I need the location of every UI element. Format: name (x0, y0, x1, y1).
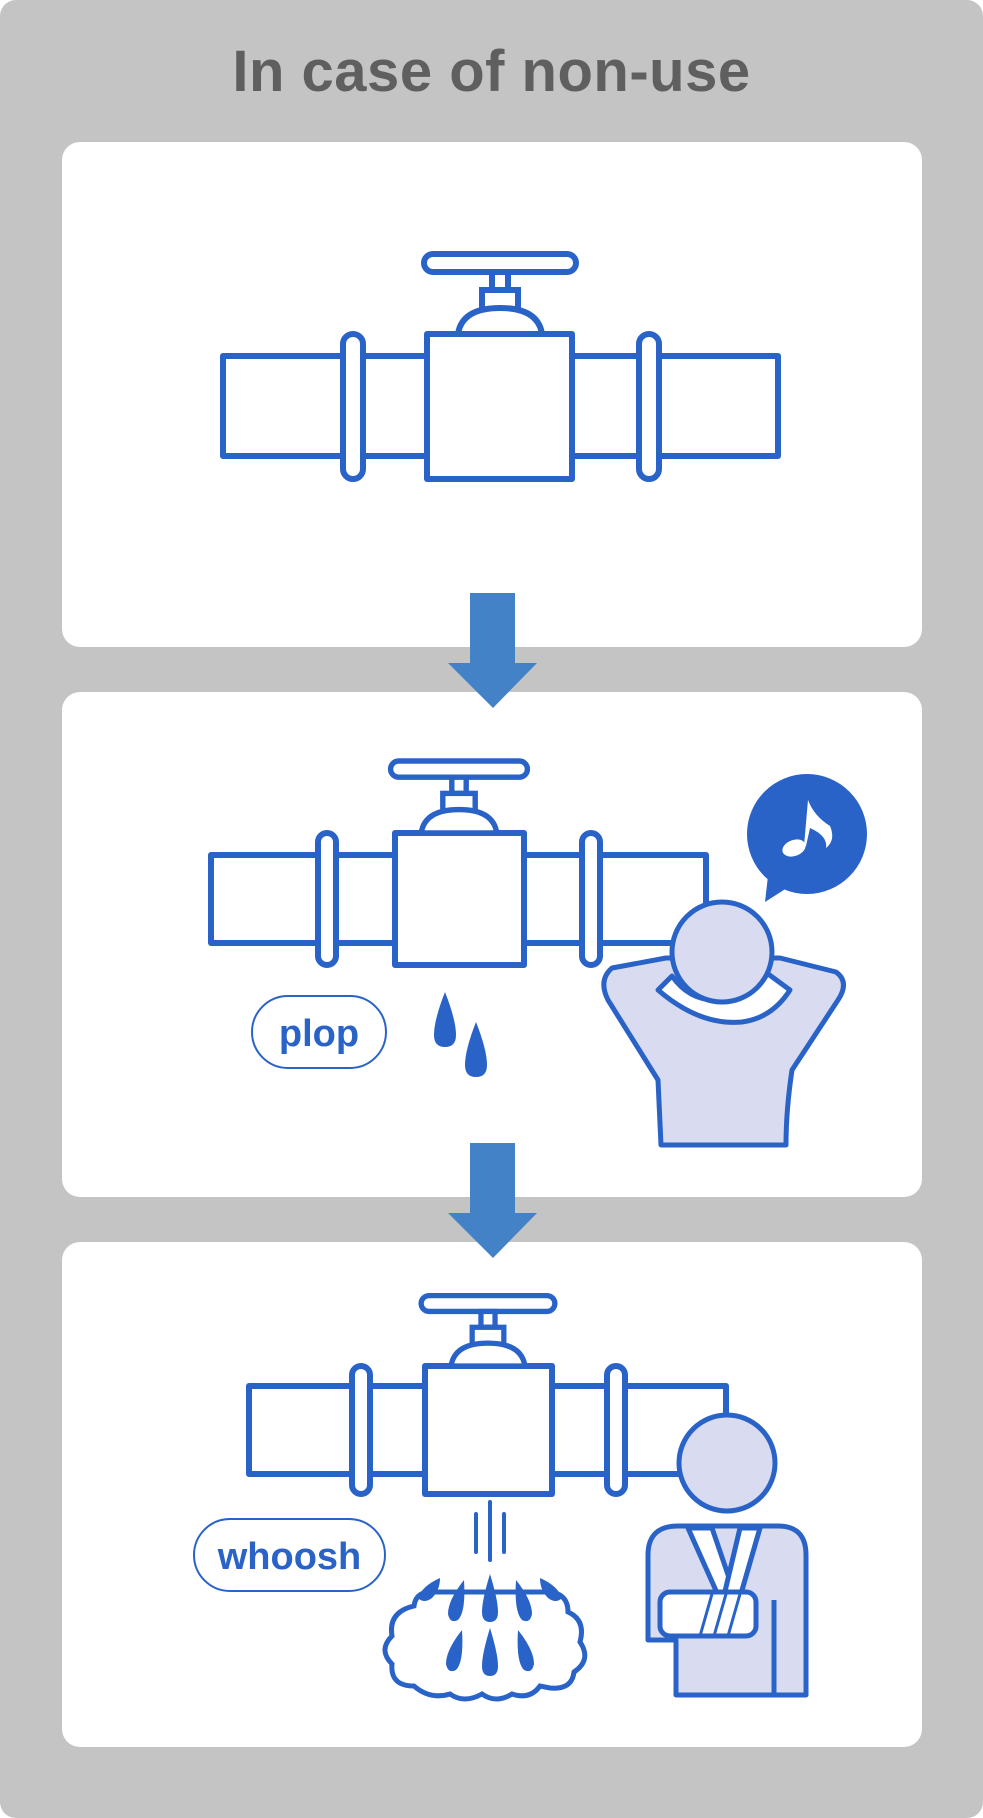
down-arrow-icon-2 (448, 1143, 537, 1258)
sound-label-whoosh: whoosh (193, 1518, 386, 1592)
person-injured-arm-sling-icon (645, 1412, 809, 1698)
sound-label-plop: plop (251, 995, 387, 1069)
water-jet-lines (474, 1500, 506, 1562)
water-splash-icon (382, 1574, 588, 1702)
valve-icon (220, 331, 781, 482)
dripping-valve-icon (208, 830, 709, 968)
bursting-valve-icon (246, 1363, 729, 1497)
music-note-icon (747, 774, 867, 902)
page-title: In case of non-use (232, 39, 751, 104)
person-relaxing-icon (601, 899, 846, 1148)
down-arrow-icon (448, 593, 537, 708)
water-drop-icon (434, 992, 487, 1077)
